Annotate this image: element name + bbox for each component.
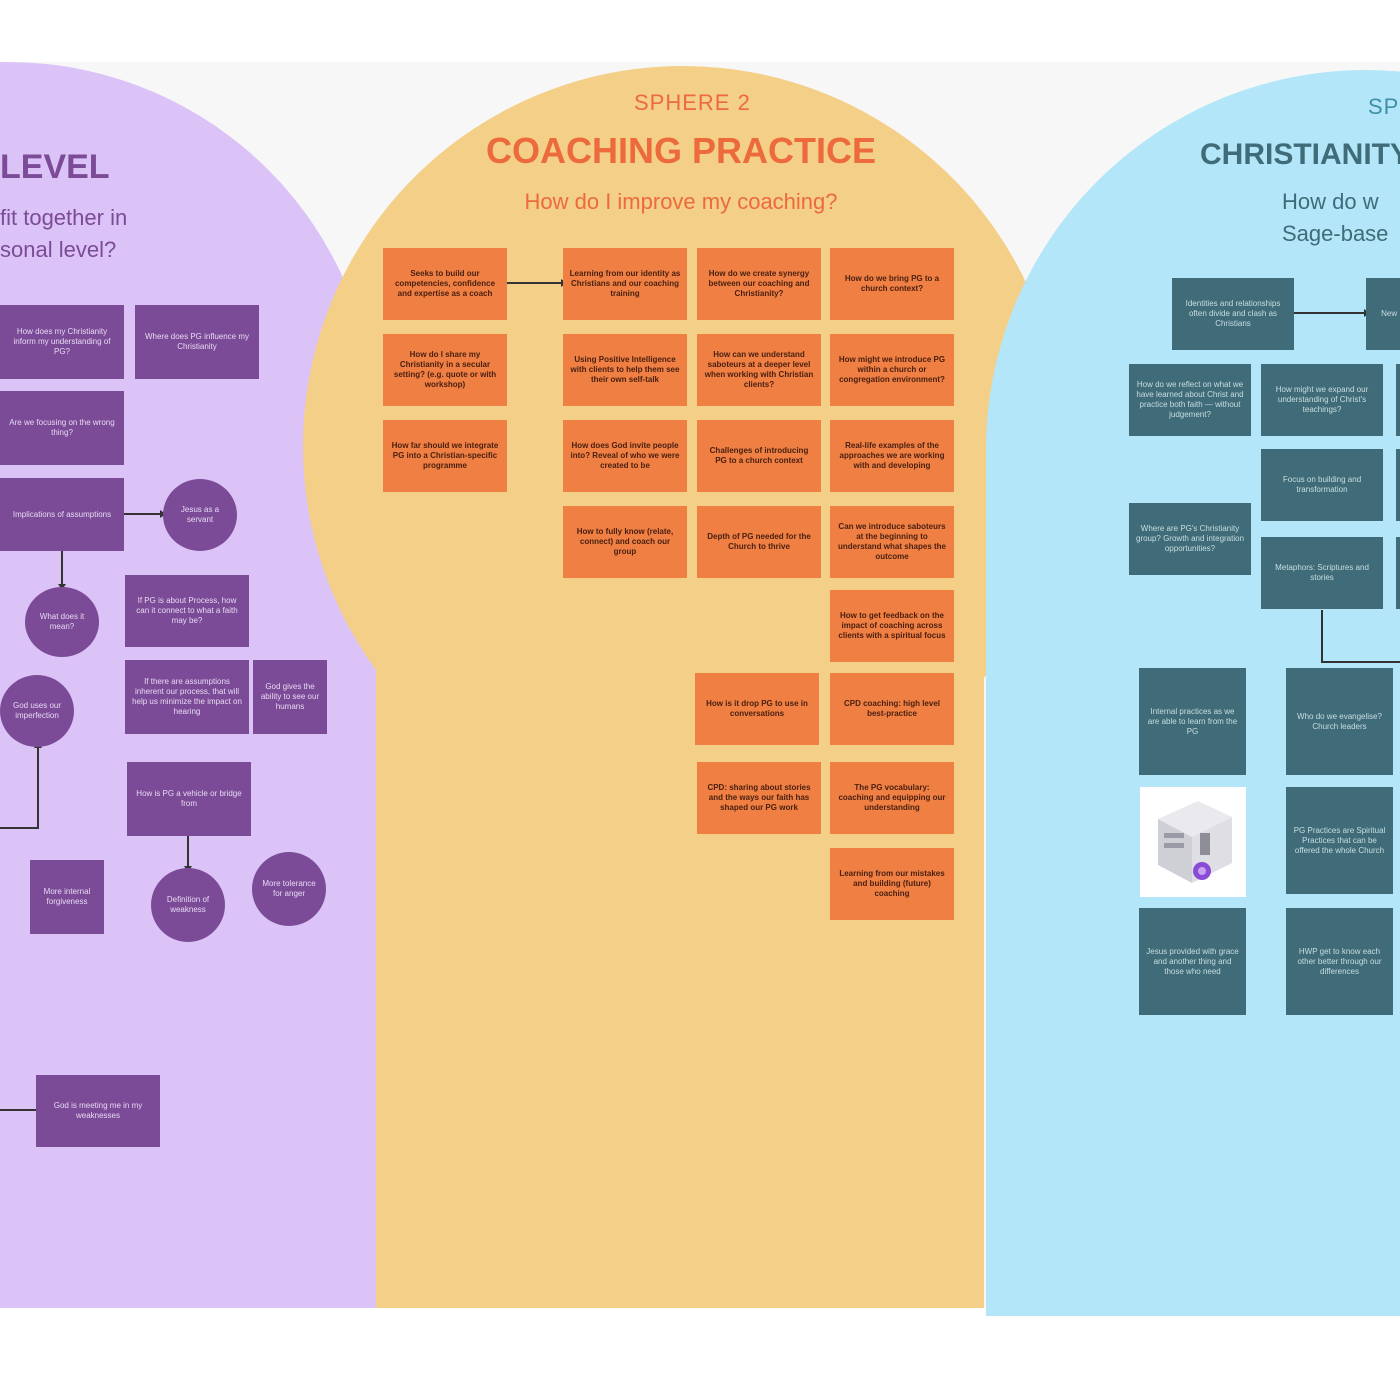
sticky-note[interactable]: More internal forgiveness [30,860,104,934]
sphere-3-question-line-2: Sage-base [1282,221,1389,246]
sphere-1-question: fit together in sonal level? [0,202,127,266]
sticky-note[interactable]: Internal practices as we are able to lea… [1139,668,1246,775]
sticky-note[interactable]: Learning from our mistakes and building … [830,848,954,920]
sticky-note[interactable]: How do we bring PG to a church context? [830,248,954,320]
sticky-note[interactable]: Where are PG's Christianity group? Growt… [1129,503,1251,575]
sticky-note[interactable]: How far should we integrate PG into a Ch… [383,420,507,492]
sticky-note[interactable]: If PG is about Process, how can it conne… [125,575,249,647]
product-image[interactable] [1140,787,1246,897]
sticky-note[interactable]: How can we understand saboteurs at a dee… [697,334,821,406]
sticky-note[interactable]: How do I share my Christianity in a secu… [383,334,507,406]
sticky-note[interactable]: Using Positive Intelligence with clients… [563,334,687,406]
sticky-note[interactable]: HWP get to know each other better throug… [1286,908,1393,1015]
sphere-2-title: COACHING PRACTICE [485,130,876,171]
sticky-note[interactable]: How to fully know (relate, connect) and … [563,506,687,578]
sticky-note[interactable]: Can we introduce saboteurs at the beginn… [830,506,954,578]
sphere-1-title: LEVEL [0,148,110,186]
sphere-2-kicker: SPHERE 2 [634,90,751,115]
sticky-note[interactable]: How do we create synergy between our coa… [697,248,821,320]
sticky-note[interactable]: How might we introduce PG within a churc… [830,334,954,406]
travel-adapter-icon [1158,801,1232,883]
sticky-circle[interactable]: God uses our imperfection [0,675,74,747]
sticky-note[interactable]: How do we reflect on what we have learne… [1129,364,1251,436]
connector-line [0,748,39,829]
sticky-note[interactable]: How is PG a vehicle or bridge from [127,762,251,836]
sticky-note[interactable]: How might we expand our understanding of… [1261,364,1383,436]
sticky-note[interactable]: The PG vocabulary: coaching and equippin… [830,762,954,834]
connector-line [1321,610,1400,663]
sticky-note[interactable]: God gives the ability to see our humans [253,660,327,734]
sticky-note-partial[interactable] [1396,449,1400,521]
sticky-note[interactable]: Depth of PG needed for the Church to thr… [697,506,821,578]
sticky-note[interactable]: Are we focusing on the wrong thing? [0,391,124,465]
sticky-note[interactable]: PG Practices are Spiritual Practices tha… [1286,787,1393,894]
sticky-note[interactable]: New PG [1366,278,1400,350]
sphere-3-question-line-1: How do w [1282,189,1379,214]
sticky-note[interactable]: Learning from our identity as Christians… [563,248,687,320]
sticky-note[interactable]: Identities and relationships often divid… [1172,278,1294,350]
sphere-2-question: How do I improve my coaching? [524,189,838,214]
sticky-note[interactable]: If there are assumptions inherent our pr… [125,660,249,734]
sticky-note[interactable]: Who do we evangelise? Church leaders [1286,668,1393,775]
sphere-1-question-line-1: fit together in [0,205,128,230]
sticky-note[interactable]: Seeks to build our competencies, confide… [383,248,507,320]
sticky-note[interactable]: Challenges of introducing PG to a church… [697,420,821,492]
sticky-note[interactable]: How to get feedback on the impact of coa… [830,590,954,662]
sticky-circle[interactable]: What does it mean? [25,587,99,657]
sticky-note[interactable]: How does my Christianity inform my under… [0,305,124,379]
sticky-note[interactable]: Real-life examples of the approaches we … [830,420,954,492]
sticky-note[interactable]: Where does PG influence my Christianity [135,305,259,379]
sphere-1-question-line-2: sonal level? [0,237,117,262]
sphere-3-question: How do w Sage-base [1282,186,1388,250]
sticky-circle[interactable]: More tolerance for anger [252,852,326,926]
sticky-note-partial[interactable] [1396,537,1400,609]
sticky-note[interactable]: Jesus provided with grace and another th… [1139,908,1246,1015]
sticky-note[interactable]: Implications of assumptions [0,478,124,551]
sphere-3-kicker: SPH [1368,94,1400,119]
sticky-note[interactable]: Metaphors: Scriptures and stories [1261,537,1383,609]
sticky-note[interactable]: How does God invite people into? Reveal … [563,420,687,492]
sphere-3-title: CHRISTIANITY [1200,138,1400,171]
sticky-note[interactable]: CPD: sharing about stories and the ways … [697,762,821,834]
sticky-note[interactable]: How is it drop PG to use in conversation… [695,673,819,745]
sticky-circle[interactable]: Definition of weakness [151,868,225,942]
sticky-note[interactable]: God is meeting me in my weaknesses [36,1075,160,1147]
sticky-note[interactable]: CPD coaching: high level best-practice [830,673,954,745]
sticky-circle[interactable]: Jesus as a servant [163,479,237,551]
sticky-note[interactable]: Focus on building and transformation [1261,449,1383,521]
sticky-note-partial[interactable] [1396,364,1400,436]
